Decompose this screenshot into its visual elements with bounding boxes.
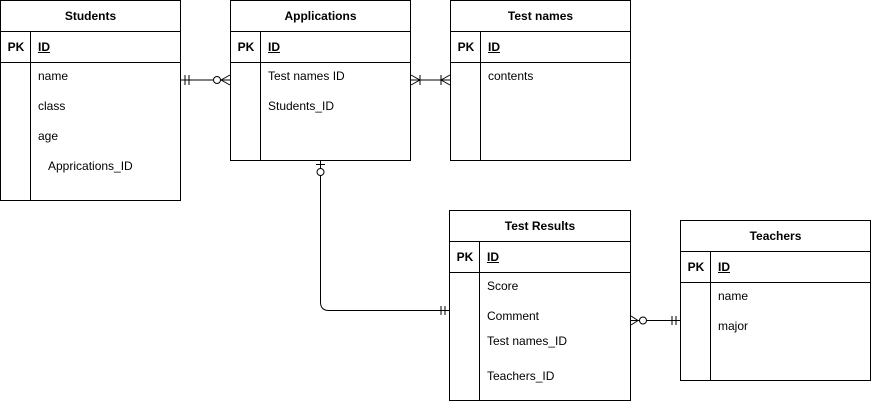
entity-title: Teachers — [681, 221, 870, 252]
primary-key-row: PK ID — [450, 242, 630, 273]
entity-applications[interactable]: Applications PK ID Test names ID Student… — [230, 0, 411, 161]
attribute-class: class — [38, 99, 66, 113]
relationship-test-results-teachers[interactable] — [630, 315, 680, 326]
pk-field: ID — [38, 40, 50, 54]
attribute-age: age — [38, 129, 59, 143]
entity-teachers[interactable]: Teachers PK ID name major — [680, 220, 871, 381]
relationship-applications-test-names[interactable] — [410, 74, 451, 86]
entity-title: Test names — [451, 1, 630, 32]
attribute-name: name — [718, 289, 749, 303]
pk-field: ID — [487, 250, 499, 264]
entity-students[interactable]: Students PK ID name class age Appricatio… — [0, 0, 181, 201]
entity-title: Students — [1, 1, 180, 32]
entity-test-names[interactable]: Test names PK ID contents — [450, 0, 631, 161]
attribute-major: major — [718, 319, 749, 333]
attribute-name: name — [38, 69, 69, 83]
attribute-score: Score — [487, 279, 519, 293]
attribute-teachers-id: Teachers_ID — [487, 369, 555, 383]
entity-test-results[interactable]: Test Results PK ID Score Comment Test na… — [449, 210, 631, 401]
attribute-students-id: Students_ID — [268, 99, 335, 113]
attribute-contents: contents — [488, 69, 534, 83]
attribute-applications-id: Apprications_ID — [48, 159, 133, 173]
pk-field: ID — [718, 260, 730, 274]
entity-title: Applications — [231, 1, 410, 32]
column-divider — [260, 31, 261, 160]
column-divider — [710, 251, 711, 380]
pk-field: ID — [268, 40, 280, 54]
pk-field: ID — [488, 40, 500, 54]
column-divider — [480, 31, 481, 160]
pk-label: PK — [7, 40, 25, 54]
primary-key-row: PK ID — [1, 32, 180, 63]
primary-key-row: PK ID — [451, 32, 630, 63]
pk-label: PK — [456, 250, 474, 264]
attribute-test-names-id: Test names_ID — [487, 334, 568, 348]
pk-label: PK — [457, 40, 475, 54]
attribute-comment: Comment — [487, 309, 540, 323]
entity-title: Test Results — [450, 211, 630, 242]
relationship-students-applications[interactable] — [181, 74, 231, 86]
column-divider — [479, 241, 480, 400]
pk-label: PK — [687, 260, 705, 274]
attribute-test-names-id: Test names ID — [268, 69, 345, 83]
column-divider — [30, 31, 31, 200]
pk-label: PK — [237, 40, 255, 54]
relationship-applications-test-results[interactable] — [316, 161, 449, 315]
primary-key-row: PK ID — [681, 252, 870, 283]
primary-key-row: PK ID — [231, 32, 410, 63]
